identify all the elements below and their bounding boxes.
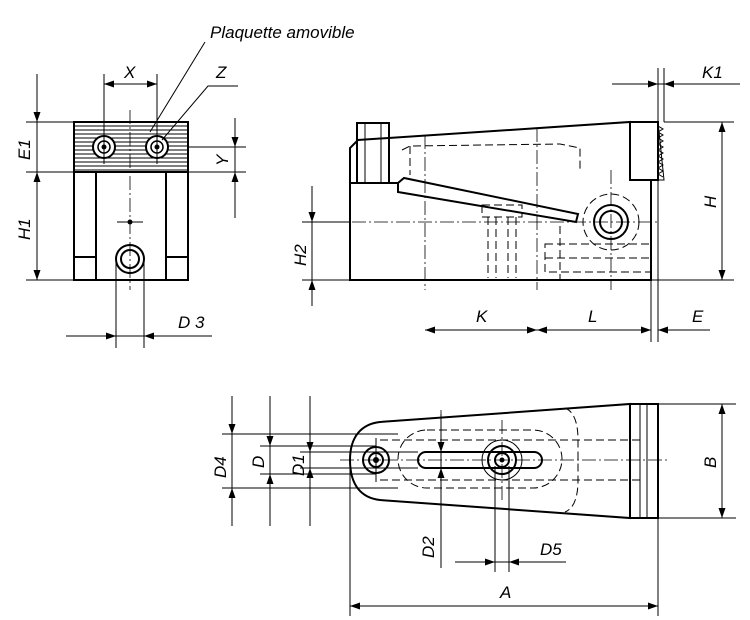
jaw-teeth [657,125,664,178]
dim-k1-label: K1 [702,63,723,82]
callout-removable-insert: Plaquette amovible [210,23,355,42]
dim-b-label: B [701,457,720,468]
dim-l-label: L [588,307,597,326]
front-body [73,171,189,281]
top-view: B D4 D D1 D2 D5 A [211,396,736,616]
dim-h2-label: H2 [291,244,310,266]
dim-h1-label: H1 [15,218,34,240]
top-body [348,402,631,520]
dim-d4-label: D4 [211,456,230,478]
dim-h-label: H [701,195,720,208]
top-jaw [629,403,659,519]
jaw-block [629,121,659,181]
dim-d5-label: D5 [540,540,562,559]
lever [397,176,580,224]
dim-d1-label: D1 [289,454,308,476]
dim-d3-label: D 3 [178,313,205,332]
dim-a-label: A [499,583,511,602]
dim-d2-label: D2 [419,536,438,558]
dim-z-label: Z [215,63,227,82]
dim-k-label: K [476,307,488,326]
dim-d-label: D [249,456,268,468]
side-view: K1 H H2 K L E [291,63,740,342]
dim-x-label: X [123,63,136,82]
dim-e-label: E [692,307,704,326]
side-body [349,120,652,281]
front-view: X Z Plaquette amovible E1 H1 Y D 3 [15,23,355,348]
dim-y-label: Y [213,153,232,166]
dim-e1-label: E1 [15,139,34,160]
